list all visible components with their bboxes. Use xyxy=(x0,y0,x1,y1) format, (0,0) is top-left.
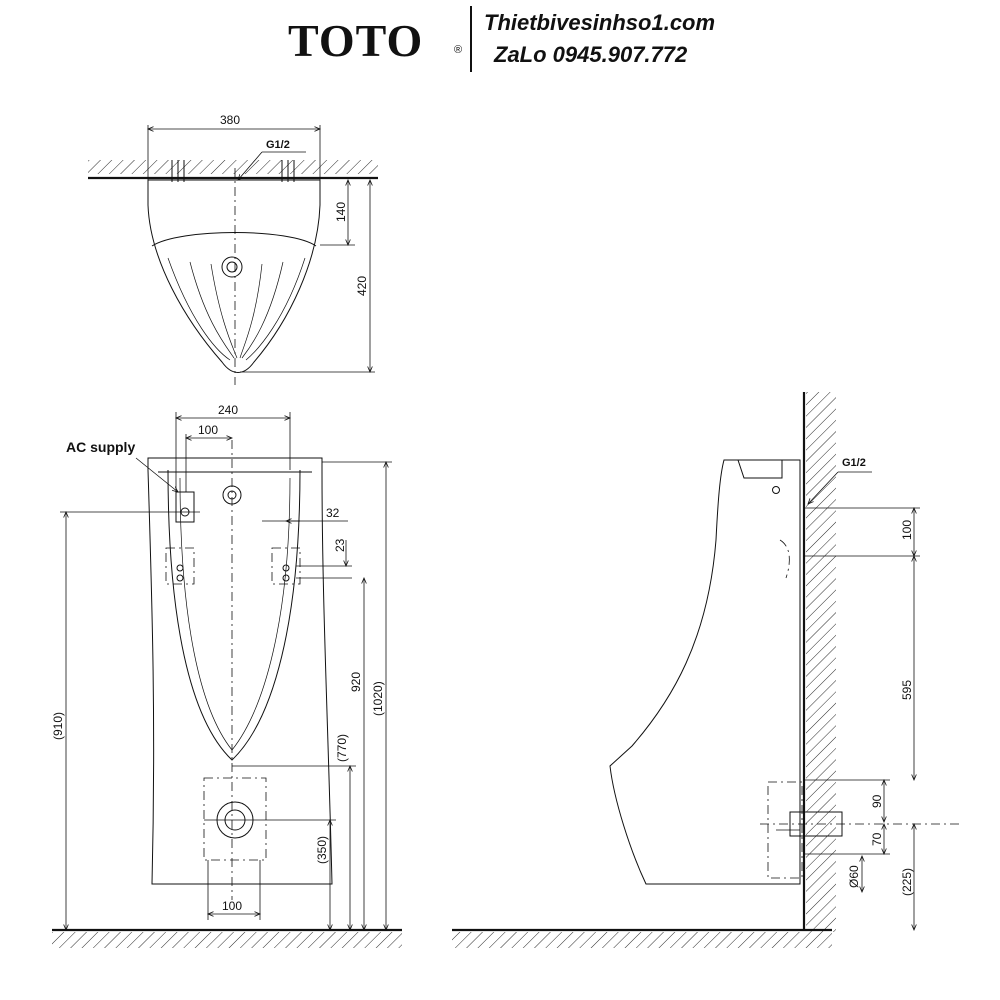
phone-text: ZaLo 0945.907.772 xyxy=(494,42,688,67)
dim-1020: (1020) xyxy=(371,681,385,716)
side-view: G1/2 100 595 90 70 Ø60 (225) xyxy=(452,392,962,948)
top-wall-hatch xyxy=(88,160,378,174)
dim-240: 240 xyxy=(218,403,238,417)
dim-380: 380 xyxy=(220,113,240,127)
dim-920: 920 xyxy=(349,672,363,692)
dim-350: (350) xyxy=(315,836,329,864)
toto-logo: TOTO xyxy=(288,15,424,66)
dim-32: 32 xyxy=(326,506,340,520)
dim-side-225: (225) xyxy=(900,868,914,896)
bowl-outline-front xyxy=(167,469,301,761)
sensor-icon xyxy=(221,256,243,278)
header-divider xyxy=(470,6,472,72)
dim-140: 140 xyxy=(334,202,348,222)
wall-studs xyxy=(171,160,295,182)
dim-910: (910) xyxy=(51,712,65,740)
dim-side-70: 70 xyxy=(870,832,884,846)
top-inlet-label: G1/2 xyxy=(266,139,290,151)
dim-side-60: Ø60 xyxy=(847,865,861,888)
ac-supply-box xyxy=(175,491,195,523)
website-text: Thietbivesinhso1.com xyxy=(484,10,716,35)
bowl-outline-top xyxy=(147,179,321,373)
urinal-body-side xyxy=(609,459,801,885)
front-view: AC supply 240 100 32 23 920 xyxy=(51,403,402,948)
floor-hatch-front xyxy=(52,932,402,948)
sensor-side-icon xyxy=(772,486,780,494)
dim-100-bottom: 100 xyxy=(222,899,242,913)
trap-box xyxy=(767,781,803,879)
side-wall-hatch xyxy=(806,392,836,932)
dim-side-90: 90 xyxy=(870,794,884,808)
dim-100-top: 100 xyxy=(198,423,218,437)
dim-420: 420 xyxy=(355,276,369,296)
bowl-rim-top xyxy=(151,232,317,247)
ac-supply-label: AC supply xyxy=(66,439,135,455)
sensor-front-icon xyxy=(222,485,242,505)
header: TOTO ® Thietbivesinhso1.com ZaLo 0945.90… xyxy=(0,0,1000,80)
dim-side-595: 595 xyxy=(900,680,914,700)
outlet-flange xyxy=(203,777,267,861)
side-inlet-label: G1/2 xyxy=(842,457,866,469)
registered-mark: ® xyxy=(454,44,463,56)
floor-hatch-side xyxy=(452,932,832,948)
dim-23: 23 xyxy=(333,538,347,552)
dim-side-100: 100 xyxy=(900,520,914,540)
bracket-left xyxy=(165,547,195,585)
top-view: 380 G1/2 140 420 xyxy=(88,113,378,385)
dim-770: (770) xyxy=(335,734,349,762)
